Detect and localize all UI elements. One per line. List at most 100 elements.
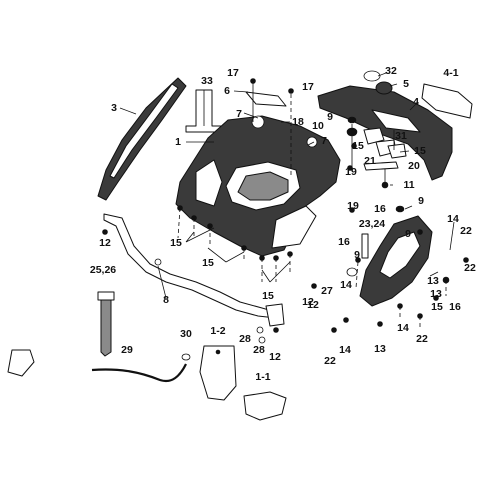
- callout-18: 18: [292, 116, 304, 128]
- part-20-pin: [363, 161, 399, 171]
- callout-20: 20: [408, 160, 420, 172]
- part-12-bolt: [102, 229, 108, 235]
- part-32-cap: [363, 70, 381, 82]
- part-22-bolt: [463, 257, 469, 263]
- part-30-grommet: [181, 353, 191, 361]
- part-8-end-bracket: [265, 303, 285, 327]
- part-14-grommet: [346, 267, 358, 277]
- callout-9: 9: [327, 111, 333, 123]
- part-4-panel-detail: [371, 109, 421, 133]
- part-31-clip: [363, 127, 385, 145]
- callout-5: 5: [403, 78, 409, 90]
- part-28-grommet: [256, 326, 264, 334]
- callout-30: 30: [180, 328, 192, 340]
- callout-25-26: 25,26: [90, 264, 116, 276]
- callout-8: 8: [163, 294, 169, 306]
- callout-22: 22: [464, 262, 476, 274]
- callout-32: 32: [385, 65, 397, 77]
- callout-12: 12: [307, 299, 319, 311]
- callout-15: 15: [262, 290, 274, 302]
- callout-22: 22: [460, 225, 472, 237]
- callout-27: 27: [321, 285, 333, 297]
- part-16-clip: [395, 205, 405, 213]
- part-25-26-strap: [100, 293, 112, 357]
- part-7-grommet: [306, 136, 318, 148]
- callout-22: 15: [431, 301, 443, 313]
- callout-17: 17: [227, 67, 239, 79]
- callout-16: 16: [449, 301, 461, 313]
- part-25-26-buckle: [97, 291, 115, 301]
- callout-14: 14: [340, 279, 352, 291]
- callout-22: 22: [416, 333, 428, 345]
- part-19-bolt: [347, 165, 353, 171]
- callout-14: 14: [339, 344, 351, 356]
- callout-6: 6: [224, 85, 230, 97]
- callout-13: 13: [427, 275, 439, 287]
- part-3-side-rail: [97, 77, 187, 201]
- part-29-connector: [7, 349, 35, 377]
- callout-31: 31: [395, 130, 407, 142]
- callout-22: 22: [324, 355, 336, 367]
- callout-14: 14: [447, 213, 459, 225]
- callout-15: 15: [352, 140, 364, 152]
- callout-13: 13: [374, 343, 386, 355]
- part-9-nut: [433, 295, 439, 301]
- callout-1-1: 1-1: [255, 371, 270, 383]
- part-14-bolt: [417, 229, 423, 235]
- part-1-deck-recess: [237, 171, 289, 201]
- part-19-bolt: [349, 207, 355, 213]
- callout-28: 28: [253, 344, 265, 356]
- callout-21: 21: [364, 155, 376, 167]
- callout-19: 19: [345, 166, 357, 178]
- part-17-bolt: [288, 88, 294, 94]
- part-14-bolt: [343, 317, 349, 323]
- part-3-rail-highlight: [109, 83, 179, 179]
- callout-29: 29: [121, 344, 133, 356]
- callout-4-1: 4-1: [443, 67, 458, 79]
- part-21-clip: [387, 143, 407, 159]
- callout-19: 19: [347, 200, 359, 212]
- callout-28: 28: [239, 333, 251, 345]
- part-6-bracket: [245, 91, 287, 107]
- callout-15: 15: [202, 257, 214, 269]
- callout-14: 14: [397, 322, 409, 334]
- callout-12: 12: [302, 296, 314, 308]
- part-7-grommet: [251, 115, 265, 129]
- callout-17: 17: [302, 81, 314, 93]
- part-13-bolt: [377, 321, 383, 327]
- callout-15: 15: [414, 145, 426, 157]
- callout-7: 7: [321, 135, 327, 147]
- part-9-nut: [347, 116, 357, 124]
- callout-13: 13: [430, 288, 442, 300]
- callout-33: 33: [201, 75, 213, 87]
- callout-23-24: 23,24: [359, 218, 385, 230]
- part-5-knob: [375, 81, 393, 95]
- part-1-2-bracket: [199, 345, 237, 401]
- callout-1: 1: [175, 136, 181, 148]
- part-1-left-panel: [195, 159, 223, 207]
- callout-7: 7: [236, 108, 242, 120]
- part-28-grommet: [258, 336, 266, 344]
- part-1-right-panel: [271, 205, 317, 249]
- callout-16: 16: [338, 236, 350, 248]
- callout-6-2: 9: [405, 228, 411, 240]
- part-1-2-hole: [215, 349, 221, 355]
- callout-3: 3: [111, 102, 117, 114]
- part-29-cable: [91, 363, 187, 383]
- part-22-bolt: [331, 327, 337, 333]
- callout-15: 15: [170, 237, 182, 249]
- part-4-1-cover: [421, 83, 473, 119]
- callout-9: 9: [354, 249, 360, 261]
- callout-1-2: 1-2: [210, 325, 225, 337]
- part-8-mount: [154, 258, 162, 266]
- part-23-24-post: [361, 233, 369, 259]
- callout-16: 16: [374, 203, 386, 215]
- part-13-mudguard-detail: [379, 231, 421, 279]
- callout-11: 11: [403, 179, 414, 191]
- callout-12: 12: [99, 237, 111, 249]
- part-12-bolt: [311, 283, 317, 289]
- callout-12: 12: [269, 351, 281, 363]
- part-17-bolt: [250, 78, 256, 84]
- callout-10: 10: [312, 120, 324, 132]
